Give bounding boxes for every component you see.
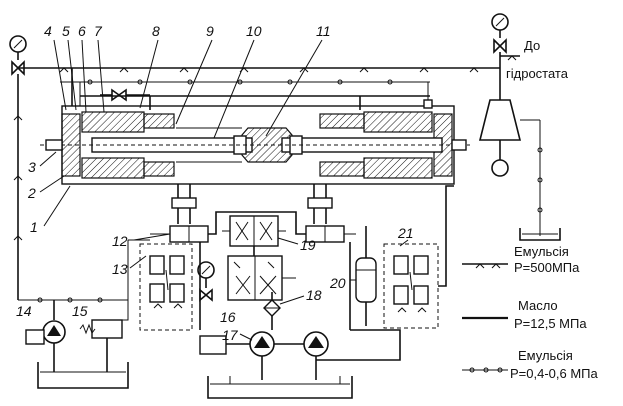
relief-valve-15 xyxy=(79,319,123,372)
callout-20: 20 xyxy=(329,275,346,291)
callout-12: 12 xyxy=(112,233,128,249)
callout-10: 10 xyxy=(246,23,262,39)
left-pressure-gauge xyxy=(9,35,27,300)
callouts: 1 2 3 4 5 6 7 8 9 10 11 12 13 14 15 16 1… xyxy=(16,23,414,343)
callout-15: 15 xyxy=(72,303,88,319)
distributor-19 xyxy=(222,215,286,247)
low-pressure-dots-top xyxy=(87,79,393,85)
callout-5: 5 xyxy=(62,23,70,39)
callout-18: 18 xyxy=(306,287,322,303)
legend-item2-pressure: P=12,5 МПа xyxy=(514,316,587,331)
press-body xyxy=(40,105,470,185)
high-pressure-line-top xyxy=(18,67,500,97)
callout-14: 14 xyxy=(16,303,32,319)
control-block-13 xyxy=(139,243,193,331)
left-low-pressure-line xyxy=(18,239,150,321)
callout-19: 19 xyxy=(300,237,316,253)
control-block-21 xyxy=(383,243,439,329)
legend-item1-pressure: P=500МПа xyxy=(514,260,580,275)
distributor-16 xyxy=(227,255,296,301)
valve-12-left xyxy=(150,225,209,243)
right-return-line xyxy=(316,185,454,361)
callout-2: 2 xyxy=(27,185,36,201)
destination-line-2: гідростата xyxy=(506,66,569,81)
tank-bottom xyxy=(207,376,353,399)
callout-9: 9 xyxy=(206,23,214,39)
pump-14 xyxy=(25,300,66,372)
destination-label: До гідростата xyxy=(506,38,569,81)
callout-8: 8 xyxy=(152,23,160,39)
legend-item3-name: Емульсія xyxy=(518,348,573,363)
callout-13: 13 xyxy=(112,261,128,277)
filter-18 xyxy=(263,292,281,330)
gauge-16 xyxy=(197,261,215,302)
accumulator-20 xyxy=(355,226,377,326)
callout-6: 6 xyxy=(78,23,86,39)
callout-11: 11 xyxy=(316,23,331,39)
legend-item-oil: Масло P=12,5 МПа xyxy=(462,298,587,331)
callout-3: 3 xyxy=(28,159,36,175)
legend: Емульсія P=500МПа Масло P=12,5 МПа Емуль… xyxy=(462,244,599,381)
callout-4: 4 xyxy=(44,23,52,39)
callout-21: 21 xyxy=(397,225,414,241)
legend-item3-pressure: P=0,4-0,6 МПа xyxy=(510,366,599,381)
legend-item2-name: Масло xyxy=(518,298,558,313)
destination-line-1: До xyxy=(524,38,540,53)
valve-8 xyxy=(100,88,150,102)
legend-item-emulsion-low: Емульсія P=0,4-0,6 МПа xyxy=(462,348,599,381)
tank-left xyxy=(37,362,129,389)
oil-network xyxy=(199,211,351,330)
legend-item1-name: Емульсія xyxy=(514,244,569,259)
right-pressure-gauge xyxy=(491,13,520,100)
callout-7: 7 xyxy=(94,23,103,39)
body-bottom-ports xyxy=(171,184,333,224)
body-top-connections xyxy=(71,68,433,110)
callout-16: 16 xyxy=(220,309,236,325)
callout-1: 1 xyxy=(30,219,38,235)
pump-right xyxy=(274,331,329,380)
callout-17: 17 xyxy=(222,327,239,343)
legend-item-emulsion-high: Емульсія P=500МПа xyxy=(462,244,580,275)
pressure-sensor-unit xyxy=(478,99,561,241)
